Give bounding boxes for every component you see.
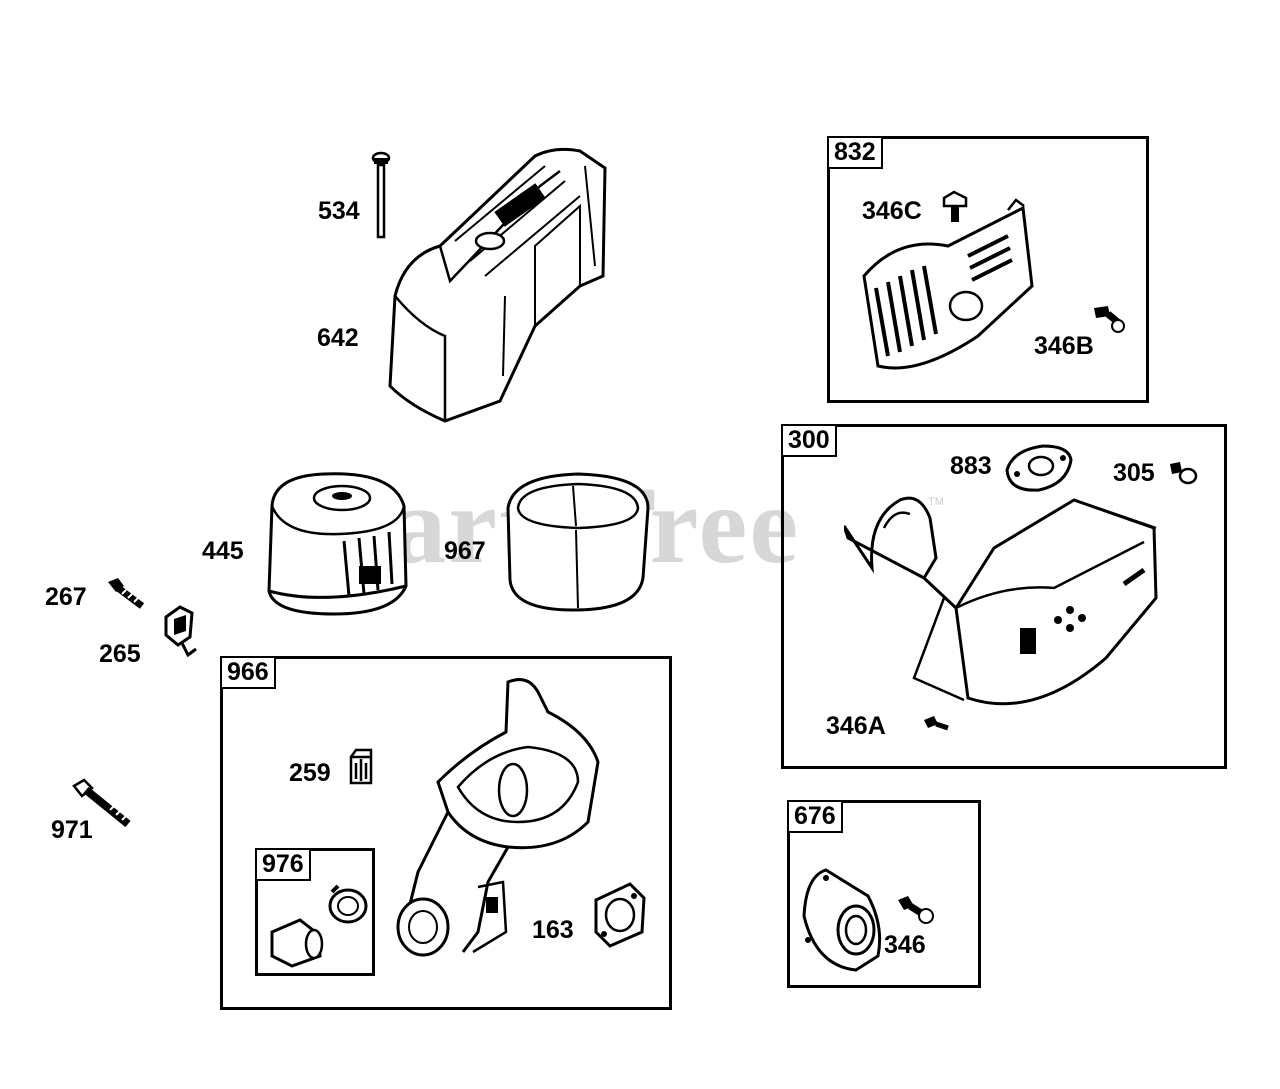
group-label-832[interactable]: 832 [827, 136, 883, 169]
callout-642[interactable]: 642 [317, 324, 359, 352]
clip-265-drawing[interactable] [160, 603, 204, 659]
callout-265[interactable]: 265 [99, 640, 141, 668]
nut-259-drawing[interactable] [346, 747, 376, 787]
adapter-976-drawing[interactable] [262, 882, 370, 968]
screw-267-drawing[interactable] [104, 576, 146, 612]
callout-346b[interactable]: 346B [1034, 332, 1094, 360]
callout-267[interactable]: 267 [45, 583, 87, 611]
callout-445[interactable]: 445 [202, 537, 244, 565]
muffler-300-drawing[interactable] [844, 488, 1174, 720]
pre-cleaner-967-drawing[interactable] [498, 468, 656, 616]
callout-346[interactable]: 346 [884, 931, 926, 959]
deflector-676-drawing[interactable] [796, 866, 886, 976]
screw-305-drawing[interactable] [1168, 458, 1200, 488]
muffler-guard-832-drawing[interactable] [858, 196, 1038, 382]
blower-housing-642-drawing[interactable] [385, 146, 610, 428]
group-box-832 [827, 136, 1149, 403]
screw-346-drawing[interactable] [896, 894, 936, 926]
group-box-300 [781, 424, 1227, 769]
callout-163[interactable]: 163 [532, 916, 574, 944]
callout-534[interactable]: 534 [318, 197, 360, 225]
bolt-534-drawing[interactable] [366, 148, 396, 240]
group-label-976[interactable]: 976 [255, 848, 311, 881]
air-cleaner-base-966-drawing[interactable] [388, 672, 618, 972]
screw-346c-drawing[interactable] [940, 190, 970, 226]
callout-305[interactable]: 305 [1113, 459, 1155, 487]
callout-346a[interactable]: 346A [826, 712, 886, 740]
gasket-163-drawing[interactable] [590, 880, 650, 950]
callout-346c[interactable]: 346C [862, 197, 922, 225]
group-label-676[interactable]: 676 [787, 800, 843, 833]
group-label-300[interactable]: 300 [781, 424, 837, 457]
gasket-883-drawing[interactable] [1003, 440, 1075, 496]
air-filter-445-drawing[interactable] [264, 466, 414, 618]
callout-971[interactable]: 971 [51, 816, 93, 844]
screw-346a-drawing[interactable] [922, 712, 952, 736]
group-box-676 [787, 800, 981, 988]
screw-346b-drawing[interactable] [1090, 302, 1126, 334]
group-box-976 [255, 848, 375, 976]
group-box-966 [220, 656, 672, 1010]
callout-967[interactable]: 967 [444, 537, 486, 565]
group-label-966[interactable]: 966 [220, 656, 276, 689]
callout-259[interactable]: 259 [289, 759, 331, 787]
stud-971-drawing[interactable] [70, 778, 132, 830]
watermark-trademark: TM [928, 496, 944, 508]
callout-883[interactable]: 883 [950, 452, 992, 480]
